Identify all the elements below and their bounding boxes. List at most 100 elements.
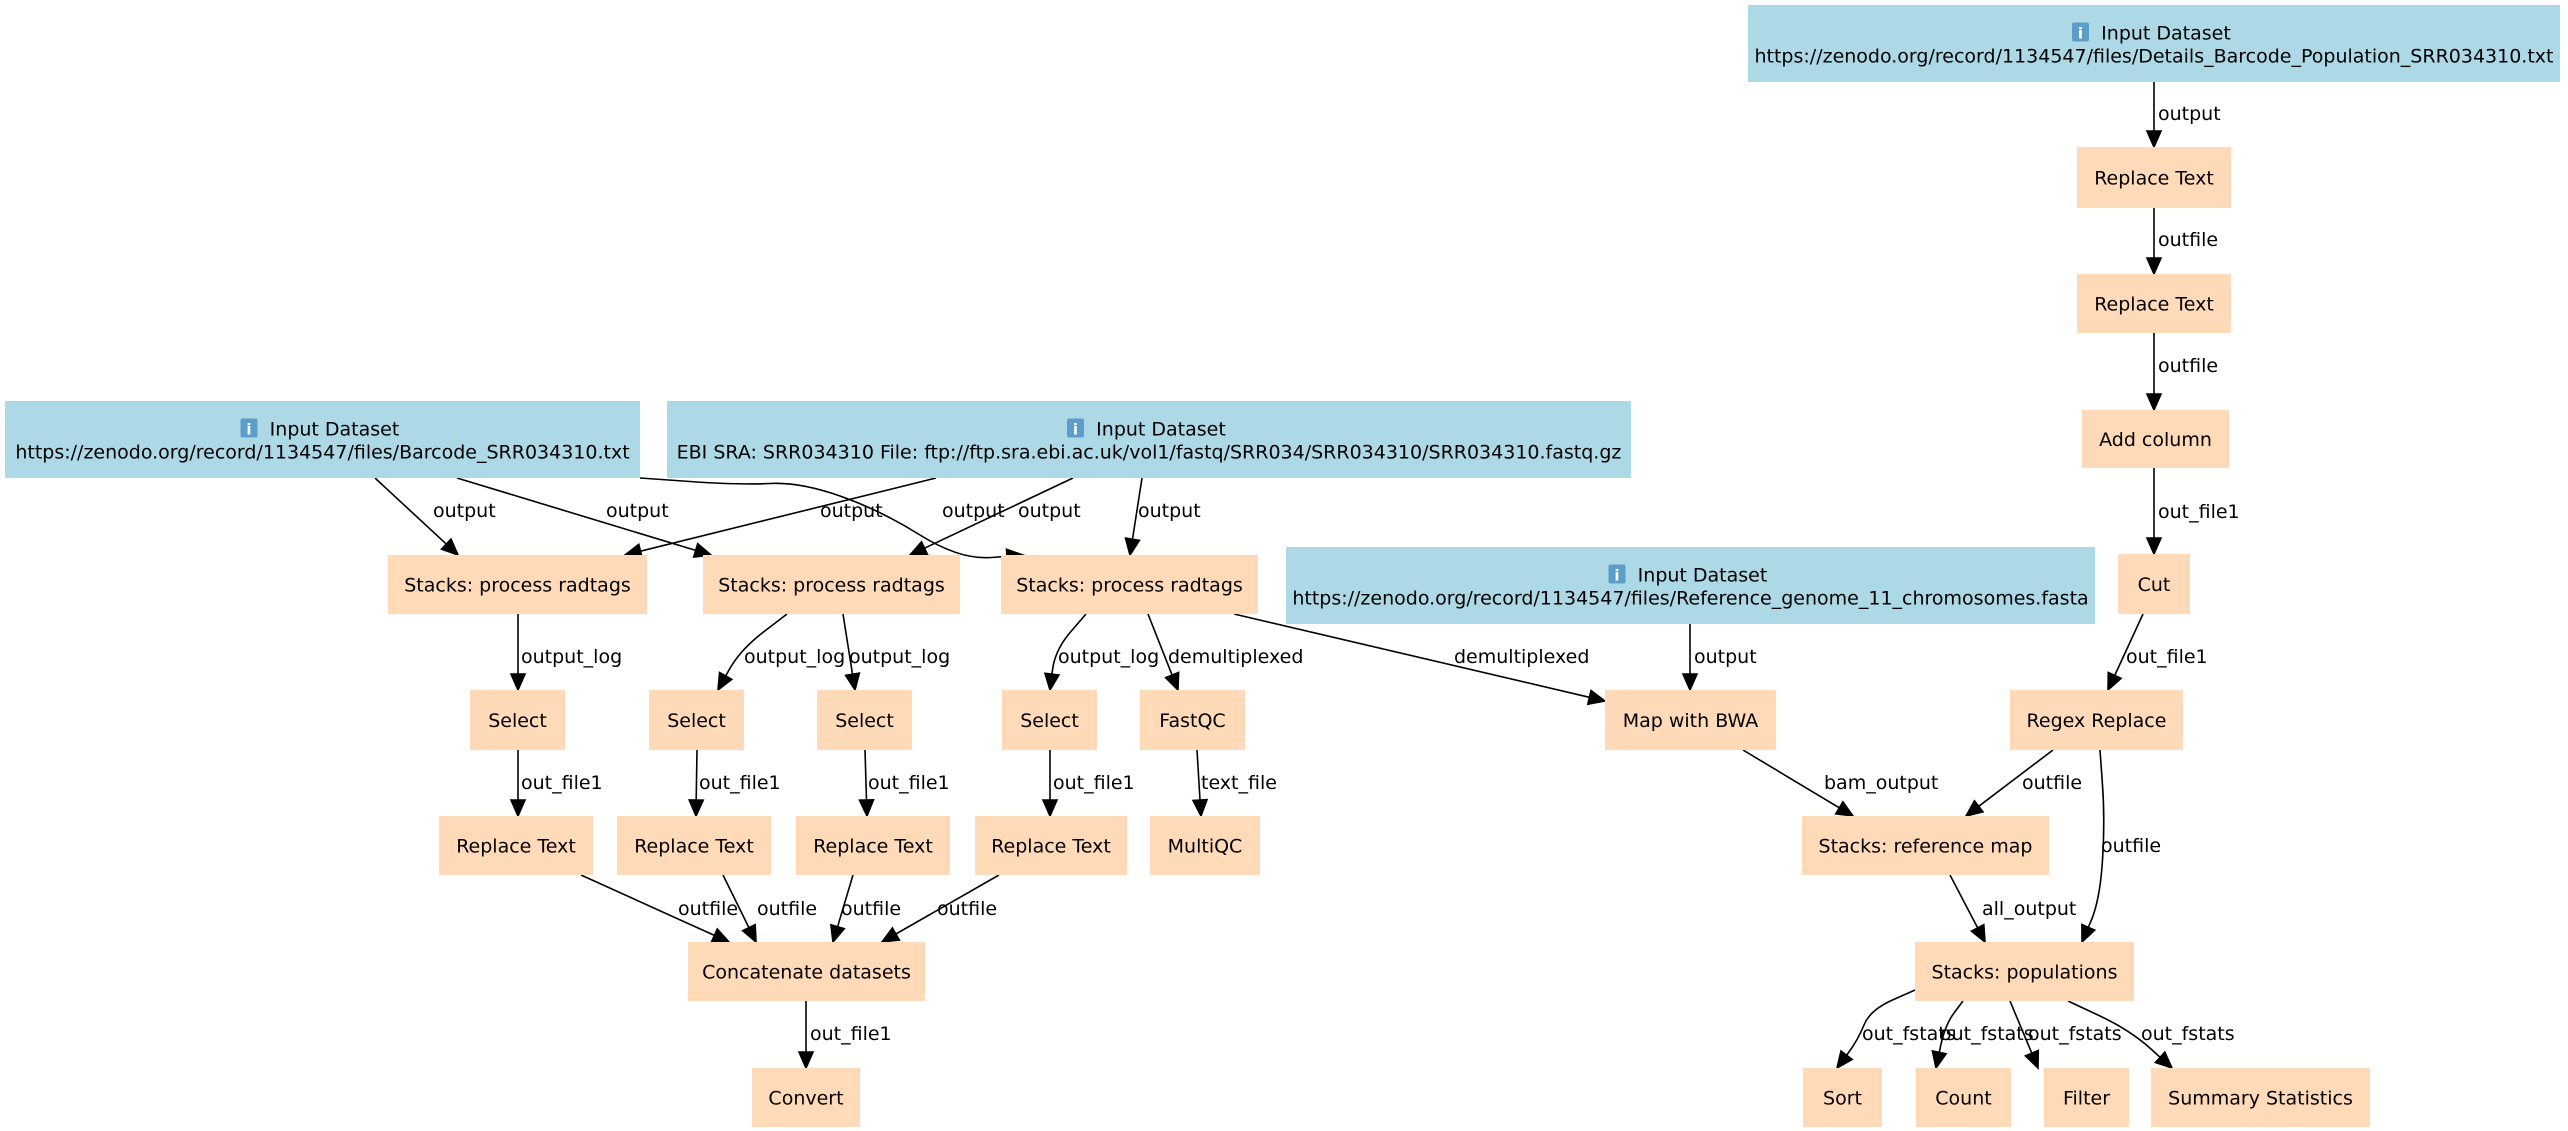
edge-label: out_fstats (2141, 1023, 2235, 1045)
tool-node-regex[interactable]: Regex Replace (2010, 690, 2183, 750)
edge-label: out_fstats (1862, 1023, 1956, 1045)
edge-line (1978, 749, 2054, 807)
edge-label: output (606, 500, 669, 522)
node-box (439, 816, 593, 875)
tool-node-filter[interactable]: Filter (2044, 1068, 2129, 1127)
edge-line (1131, 477, 1143, 540)
edge-label: bam_output (1824, 772, 1938, 794)
arrowhead-icon (2023, 1049, 2040, 1070)
edge-line (695, 749, 698, 801)
edge-cut-to-regex: out_file1 (2107, 613, 2208, 692)
edge-line (924, 477, 1074, 549)
arrowhead-icon (2081, 923, 2097, 944)
edge-label: text_file (1201, 772, 1277, 794)
node-box (703, 555, 960, 614)
input-dataset-node-in_ref[interactable]: Input Datasetihttps://zenodo.org/record/… (1286, 547, 2095, 624)
tool-node-rtl4[interactable]: Replace Text (975, 816, 1127, 875)
node-box (1916, 1068, 2011, 1127)
tool-node-rt_b[interactable]: Replace Text (2077, 274, 2231, 333)
edge-in_ebi-to-prt1: output (623, 477, 937, 559)
nodes-layer: Input Datasetihttps://zenodo.org/record/… (5, 5, 2560, 1127)
tool-node-concat[interactable]: Concatenate datasets (688, 942, 925, 1001)
edge-line (1051, 613, 1087, 675)
edge-label: outfile (2022, 772, 2082, 794)
node-box (5, 401, 640, 478)
tool-node-prt1[interactable]: Stacks: process radtags (388, 555, 647, 614)
tool-node-refmap[interactable]: Stacks: reference map (1802, 816, 2049, 875)
tool-node-sort[interactable]: Sort (1803, 1068, 1882, 1127)
arrowhead-icon (1834, 800, 1855, 818)
edge-line (842, 613, 854, 675)
node-label: Replace Text (2094, 294, 2214, 316)
arrowhead-icon (741, 923, 757, 944)
node-label: FastQC (1159, 710, 1225, 732)
edge-label: outfile (841, 898, 901, 920)
tool-node-prt3[interactable]: Stacks: process radtags (1001, 555, 1258, 614)
arrowhead-icon (1164, 671, 1180, 692)
edge-sel4-to-rtl4: out_file1 (1041, 750, 1135, 818)
tool-node-cut[interactable]: Cut (2118, 554, 2190, 614)
edge-in_details-to-rt_a: output (2145, 82, 2221, 149)
arrowhead-icon (2107, 671, 2123, 692)
tool-node-rt_a[interactable]: Replace Text (2077, 147, 2231, 208)
tool-node-sel2[interactable]: Select (649, 690, 744, 750)
tool-node-fastqc[interactable]: FastQC (1140, 690, 1245, 750)
edge-line (2067, 1000, 2161, 1058)
node-box (2077, 147, 2231, 208)
node-label: Stacks: process radtags (404, 575, 631, 597)
arrowhead-icon (797, 1051, 815, 1070)
arrowhead-icon (1964, 799, 1985, 818)
input-dataset-node-in_details[interactable]: Input Datasetihttps://zenodo.org/record/… (1748, 5, 2560, 82)
tool-node-prt2[interactable]: Stacks: process radtags (703, 555, 960, 614)
node-title: Input Dataset (270, 419, 400, 441)
node-box (817, 690, 912, 750)
tool-node-convert[interactable]: Convert (752, 1068, 860, 1127)
edge-addcol-to-cut: out_file1 (2145, 468, 2240, 556)
edge-line (1742, 749, 1840, 809)
edge-label: output_log (744, 646, 845, 668)
edge-label: output (1138, 500, 1201, 522)
edge-rt_a-to-rt_b: outfile (2145, 208, 2218, 276)
node-label: Stacks: process radtags (718, 575, 945, 597)
node-box (796, 816, 950, 875)
edge-line (2087, 749, 2105, 928)
arrowhead-icon (1043, 672, 1061, 692)
edge-pops-to-filter: out_fstats (2009, 1000, 2122, 1070)
tool-node-pops[interactable]: Stacks: populations (1915, 942, 2134, 1001)
arrowhead-icon (2153, 1050, 2174, 1070)
tool-node-sel4[interactable]: Select (1002, 690, 1097, 750)
edge-in_ebi-to-prt3: output (1124, 477, 1201, 557)
arrowhead-icon (710, 927, 731, 943)
arrowhead-icon (692, 542, 713, 559)
edge-label: out_file1 (2126, 646, 2208, 668)
tool-node-rtl1[interactable]: Replace Text (439, 816, 593, 875)
edge-label: output (1018, 500, 1081, 522)
edge-in_barcode-to-prt1: output (374, 477, 496, 557)
tool-node-addcol[interactable]: Add column (2082, 410, 2229, 468)
tool-node-rtl3[interactable]: Replace Text (796, 816, 950, 875)
edge-line (1938, 1000, 1964, 1053)
tool-node-sumstats[interactable]: Summary Statistics (2151, 1068, 2370, 1127)
edge-label: outfile (2158, 229, 2218, 251)
arrowhead-icon (908, 540, 929, 556)
tool-node-bwa[interactable]: Map with BWA (1605, 690, 1776, 750)
tool-node-sel1[interactable]: Select (470, 690, 565, 750)
tool-node-rtl2[interactable]: Replace Text (617, 816, 771, 875)
tool-node-sel3[interactable]: Select (817, 690, 912, 750)
arrowhead-icon (829, 923, 846, 944)
input-dataset-node-in_barcode[interactable]: Input Datasetihttps://zenodo.org/record/… (5, 401, 640, 478)
edge-in_ebi-to-prt2: output (908, 477, 1081, 556)
node-label: Regex Replace (2027, 710, 2167, 732)
node-title: Input Dataset (1096, 419, 1226, 441)
tool-node-multiqc[interactable]: MultiQC (1150, 816, 1260, 875)
node-label: Replace Text (456, 836, 576, 858)
edge-line (2009, 1000, 2033, 1054)
node-box (1605, 690, 1776, 750)
edge-line (724, 613, 788, 677)
node-label: Replace Text (813, 836, 933, 858)
edge-line (580, 874, 715, 937)
edge-in_ref-to-bwa: output (1681, 624, 1757, 692)
tool-node-count[interactable]: Count (1916, 1068, 2011, 1127)
edge-line (1147, 613, 1173, 676)
